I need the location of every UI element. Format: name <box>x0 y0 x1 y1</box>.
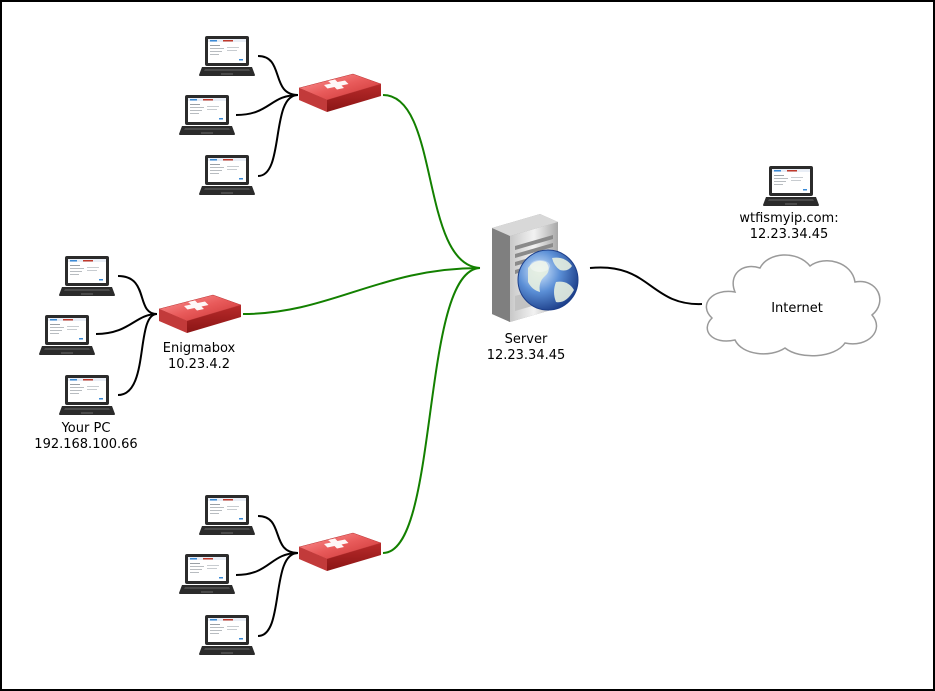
link-router-bottom-server <box>382 267 481 554</box>
your-pc-ip-label: 192.168.100.66 <box>34 437 137 452</box>
enigmabox-name-label: Enigmabox <box>163 341 236 356</box>
laptop-icon <box>763 166 819 206</box>
laptop-icon <box>199 36 255 76</box>
enigmabox-ip-label: 10.23.4.2 <box>168 357 230 372</box>
laptop-icon <box>59 375 115 415</box>
link-mid-laptop-1 <box>117 275 158 315</box>
link-top-laptop-3 <box>257 94 299 177</box>
link-bottom-laptop-1 <box>257 515 299 554</box>
link-bottom-laptop-2 <box>235 552 299 576</box>
link-enigmabox-server <box>242 267 481 315</box>
laptop-icon <box>199 615 255 655</box>
whoami-ip-label: 12.23.34.45 <box>750 227 829 242</box>
laptop-icon <box>59 256 115 296</box>
internet-label: Internet <box>771 301 823 316</box>
cloud-icon <box>705 254 881 357</box>
link-top-laptop-2 <box>235 94 299 116</box>
laptop-icon <box>179 554 235 594</box>
laptop-icon <box>39 315 95 355</box>
green-links <box>242 94 481 554</box>
globe-icon <box>517 249 579 311</box>
server-ip-label: 12.23.34.45 <box>487 348 566 363</box>
server-name-label: Server <box>505 332 548 347</box>
link-bottom-laptop-3 <box>257 552 299 637</box>
link-router-top-server <box>382 94 481 269</box>
link-top-laptop-1 <box>257 55 299 96</box>
your-pc-name-label: Your PC <box>61 421 111 436</box>
laptop-icon <box>179 95 235 135</box>
link-mid-laptop-3 <box>117 313 158 396</box>
link-mid-laptop-2 <box>95 313 158 335</box>
black-links <box>95 55 703 637</box>
laptop-icon <box>199 495 255 535</box>
link-server-internet <box>589 266 703 306</box>
laptop-icon <box>199 155 255 195</box>
whoami-site-label: wtfismyip.com: <box>739 211 838 226</box>
